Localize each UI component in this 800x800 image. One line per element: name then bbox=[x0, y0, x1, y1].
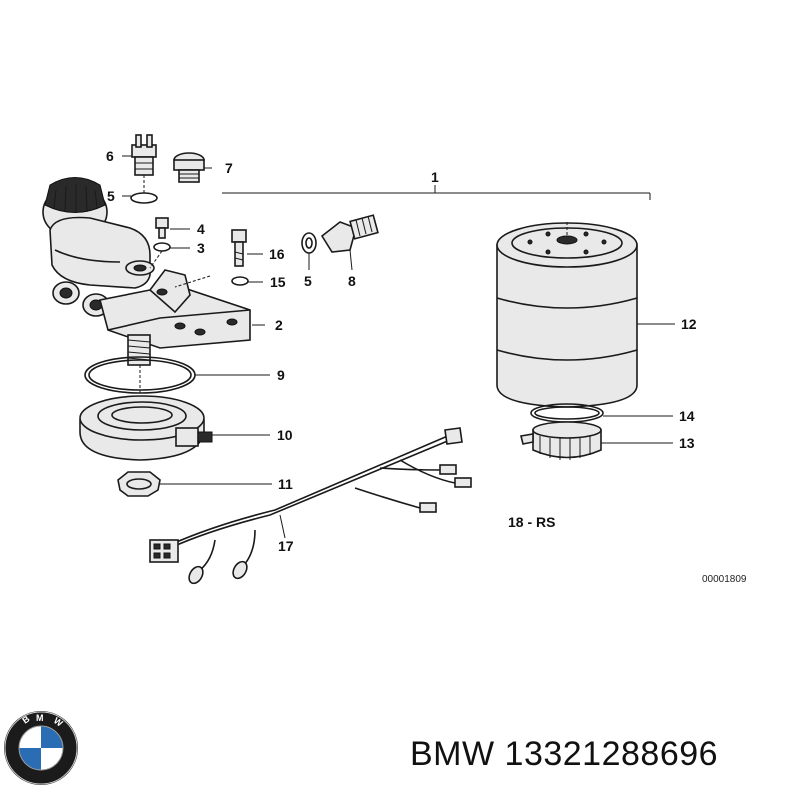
callout-14: 14 bbox=[679, 408, 695, 424]
drain-cap-part-13 bbox=[520, 421, 602, 460]
callout-16: 16 bbox=[269, 246, 285, 262]
screw-part-4 bbox=[155, 217, 169, 239]
callout-3: 3 bbox=[197, 240, 205, 256]
plug-part-7 bbox=[173, 152, 205, 183]
callouts: 1 6 7 5 4 3 16 15 5 8 2 9 10 11 17 12 14… bbox=[106, 148, 747, 585]
mounting-bracket bbox=[99, 269, 251, 349]
callout-8: 8 bbox=[348, 273, 356, 289]
svg-text:B: B bbox=[20, 713, 31, 725]
callout-9: 9 bbox=[277, 367, 285, 383]
svg-text:M: M bbox=[36, 713, 44, 723]
callout-1: 1 bbox=[431, 169, 439, 185]
wiring-harness-part-17 bbox=[149, 427, 472, 585]
callout-10: 10 bbox=[277, 427, 293, 443]
hollow-bolt-part-8 bbox=[320, 214, 379, 253]
washer-part-15 bbox=[231, 276, 249, 286]
callout-11: 11 bbox=[278, 476, 293, 492]
callout-6: 6 bbox=[106, 148, 114, 164]
callout-17: 17 bbox=[278, 538, 294, 554]
note-18-rs: 18 - RS bbox=[508, 514, 555, 530]
callout-12: 12 bbox=[681, 316, 697, 332]
footer-part-number: 13321288696 bbox=[504, 735, 719, 773]
callout-15: 15 bbox=[270, 274, 286, 290]
callout-7: 7 bbox=[225, 160, 233, 176]
fuel-filter-part-12 bbox=[496, 222, 638, 408]
callout-5b: 5 bbox=[304, 273, 312, 289]
washer-part-3 bbox=[153, 242, 171, 252]
bolt-part-16 bbox=[231, 229, 247, 267]
bmw-logo: B M W bbox=[4, 711, 78, 785]
callout-2: 2 bbox=[275, 317, 283, 333]
filter-head-assembly bbox=[42, 177, 251, 366]
washer-part-5 bbox=[130, 192, 158, 204]
callout-13: 13 bbox=[679, 435, 695, 451]
footer-brand: BMW bbox=[410, 735, 495, 773]
heater-ring-part-10 bbox=[79, 395, 213, 461]
washer-part-5b bbox=[301, 232, 317, 254]
leader-lines bbox=[122, 155, 675, 539]
footer-part-label: BMW 13321288696 bbox=[410, 735, 718, 774]
callout-4: 4 bbox=[197, 221, 205, 237]
diagram-code: 00001809 bbox=[702, 574, 747, 585]
callout-5a: 5 bbox=[107, 188, 115, 204]
nut-part-11 bbox=[117, 471, 161, 497]
sensor-part-6 bbox=[131, 134, 157, 176]
